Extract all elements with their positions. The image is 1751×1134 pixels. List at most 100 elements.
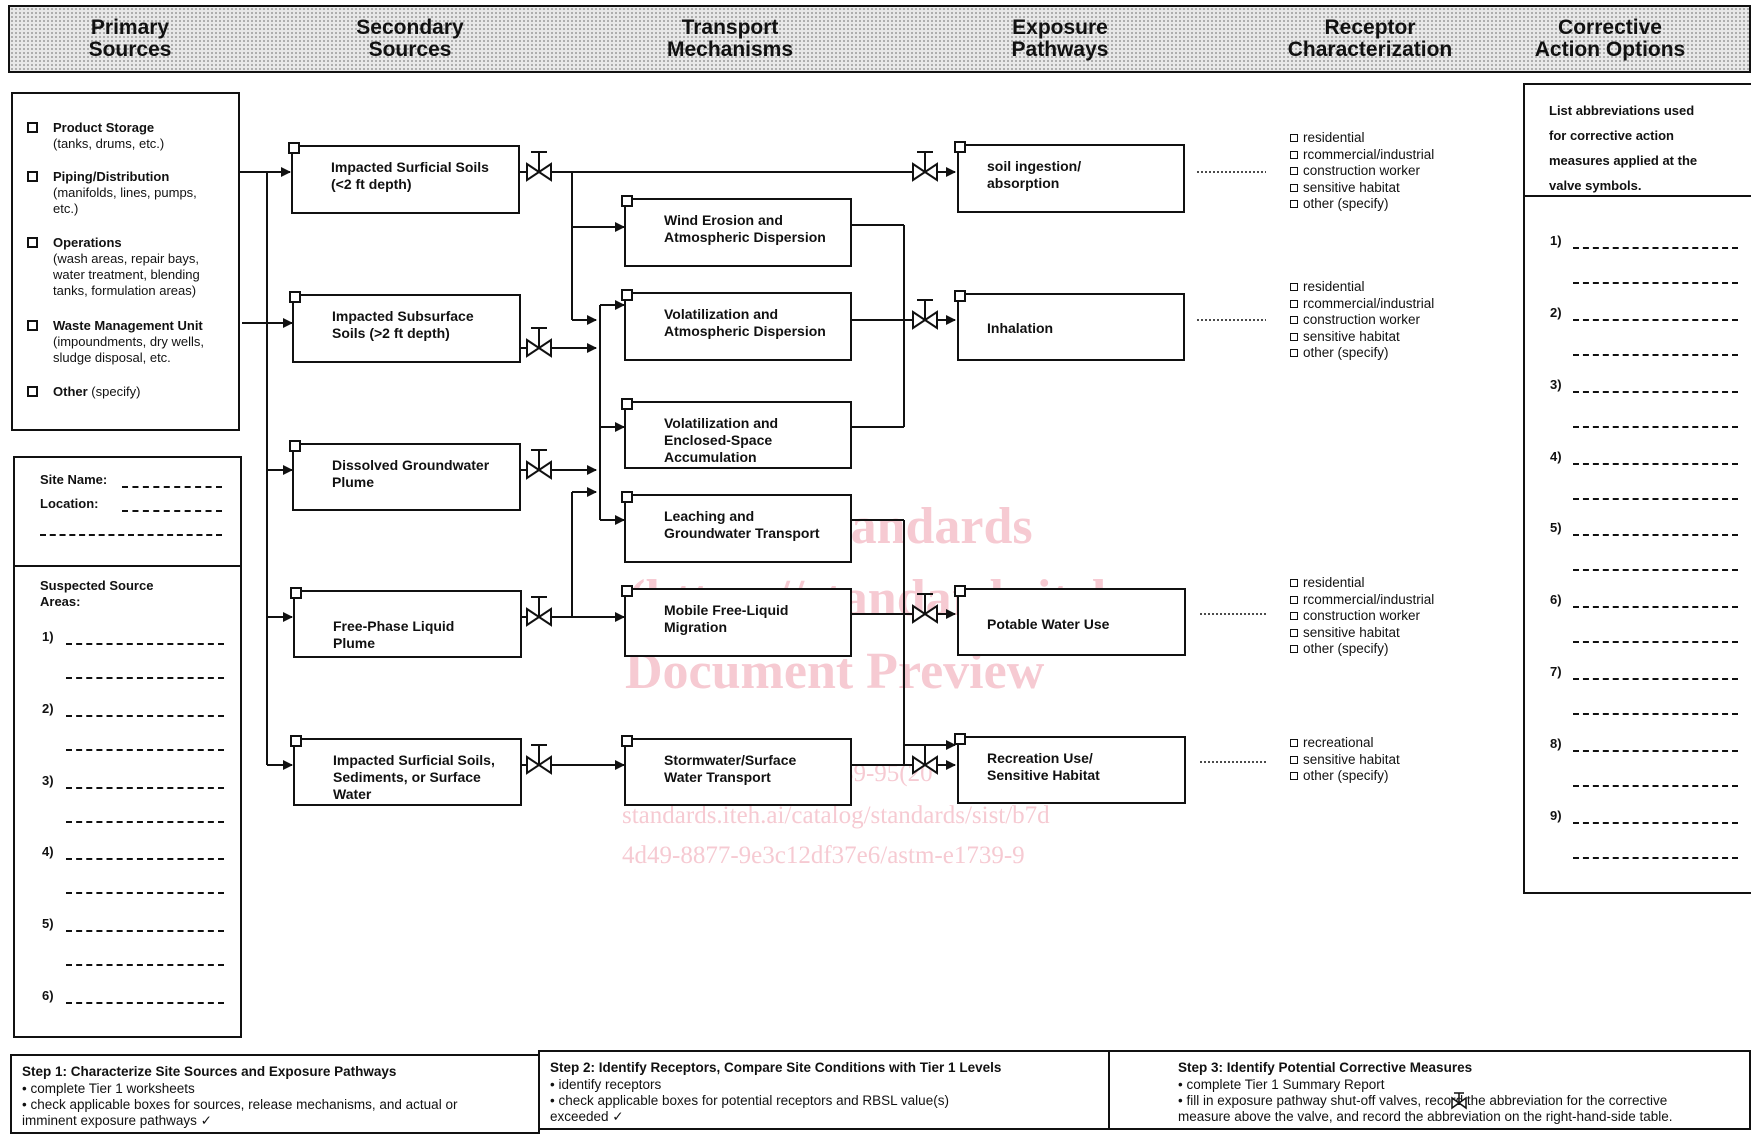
- checkbox[interactable]: [1290, 645, 1298, 654]
- receptor-option[interactable]: residential: [1290, 279, 1434, 296]
- receptor-option[interactable]: sensitive habitat: [1290, 329, 1434, 346]
- abbr-field[interactable]: [1573, 498, 1738, 500]
- source-operations[interactable]: Operations(wash areas, repair bays, wate…: [27, 235, 200, 299]
- area-field[interactable]: [66, 1002, 224, 1004]
- checkbox[interactable]: [1290, 595, 1298, 604]
- receptor-label: other (specify): [1303, 196, 1389, 211]
- area-field[interactable]: [66, 892, 224, 894]
- checkbox[interactable]: [1290, 134, 1298, 143]
- abbr-field[interactable]: [1573, 534, 1738, 536]
- checkbox[interactable]: [621, 491, 633, 503]
- checkbox[interactable]: [1290, 739, 1298, 748]
- abbr-field[interactable]: [1573, 426, 1738, 428]
- checkbox[interactable]: [1290, 628, 1298, 637]
- checkbox[interactable]: [1290, 200, 1298, 209]
- source-piping[interactable]: Piping/Distribution(manifolds, lines, pu…: [27, 169, 197, 217]
- checkbox[interactable]: [27, 122, 38, 133]
- checkbox[interactable]: [954, 585, 966, 597]
- checkbox[interactable]: [954, 290, 966, 302]
- location-field[interactable]: [122, 510, 222, 512]
- checkbox[interactable]: [27, 386, 38, 397]
- receptor-option[interactable]: residential: [1290, 130, 1434, 147]
- abbr-field[interactable]: [1573, 282, 1738, 284]
- checkbox[interactable]: [288, 142, 300, 154]
- checkbox[interactable]: [290, 735, 302, 747]
- abbr-field[interactable]: [1573, 785, 1738, 787]
- abbr-field[interactable]: [1573, 247, 1738, 249]
- checkbox[interactable]: [621, 398, 633, 410]
- source-other[interactable]: Other (specify): [27, 384, 140, 400]
- checkbox[interactable]: [1290, 612, 1298, 621]
- abbr-field[interactable]: [1573, 750, 1738, 752]
- checkbox[interactable]: [27, 171, 38, 182]
- abbr-field[interactable]: [1573, 822, 1738, 824]
- checkbox[interactable]: [621, 735, 633, 747]
- abbr-field[interactable]: [1573, 319, 1738, 321]
- checkbox[interactable]: [621, 195, 633, 207]
- checkbox[interactable]: [1290, 755, 1298, 764]
- abbr-field[interactable]: [1573, 641, 1738, 643]
- abbr-field[interactable]: [1573, 569, 1738, 571]
- checkbox[interactable]: [1290, 150, 1298, 159]
- area-field[interactable]: [66, 677, 224, 679]
- checkbox[interactable]: [27, 320, 38, 331]
- area-field[interactable]: [66, 821, 224, 823]
- abbr-field[interactable]: [1573, 463, 1738, 465]
- header-primary-sources: Primary Sources: [88, 16, 172, 61]
- area-field[interactable]: [66, 715, 224, 717]
- receptor-option[interactable]: sensitive habitat: [1290, 180, 1434, 197]
- checkbox[interactable]: [1290, 349, 1298, 358]
- receptor-option[interactable]: construction worker: [1290, 312, 1434, 329]
- checkbox[interactable]: [621, 289, 633, 301]
- area-field[interactable]: [66, 930, 224, 932]
- receptor-option[interactable]: other (specify): [1290, 641, 1434, 658]
- header-transport-mechanisms: Transport Mechanisms: [666, 16, 794, 61]
- checkbox[interactable]: [289, 440, 301, 452]
- abbr-field[interactable]: [1573, 857, 1738, 859]
- receptor-option[interactable]: other (specify): [1290, 345, 1434, 362]
- checkbox[interactable]: [1290, 316, 1298, 325]
- abbr-field[interactable]: [1573, 678, 1738, 680]
- checkbox[interactable]: [1290, 772, 1298, 781]
- receptor-option[interactable]: other (specify): [1290, 768, 1400, 785]
- abbr-field[interactable]: [1573, 354, 1738, 356]
- receptor-label: sensitive habitat: [1303, 624, 1400, 640]
- checkbox[interactable]: [1290, 332, 1298, 341]
- receptor-option[interactable]: construction worker: [1290, 608, 1434, 625]
- site-name-field[interactable]: [122, 486, 222, 488]
- checkbox[interactable]: [1290, 283, 1298, 292]
- checkbox[interactable]: [621, 585, 633, 597]
- checkbox[interactable]: [289, 291, 301, 303]
- abbr-number: 2): [1550, 305, 1562, 320]
- checkbox[interactable]: [954, 733, 966, 745]
- area-field[interactable]: [66, 787, 224, 789]
- receptor-option[interactable]: recreational: [1290, 735, 1400, 752]
- receptor-option[interactable]: other (specify): [1290, 196, 1434, 213]
- abbr-field[interactable]: [1573, 391, 1738, 393]
- source-waste-management[interactable]: Waste Management Unit(impoundments, dry …: [27, 318, 204, 366]
- abbr-field[interactable]: [1573, 713, 1738, 715]
- area-field[interactable]: [66, 964, 224, 966]
- abbr-number: 4): [1550, 449, 1562, 464]
- location-field-line2[interactable]: [40, 534, 222, 536]
- receptor-option[interactable]: sensitive habitat: [1290, 625, 1434, 642]
- checkbox[interactable]: [1290, 167, 1298, 176]
- checkbox[interactable]: [1290, 183, 1298, 192]
- source-product-storage[interactable]: Product Storage(tanks, drums, etc.): [27, 120, 164, 152]
- checkbox[interactable]: [1290, 299, 1298, 308]
- checkbox[interactable]: [290, 587, 302, 599]
- receptor-option[interactable]: rcommercial/industrial: [1290, 592, 1434, 609]
- receptor-option[interactable]: rcommercial/industrial: [1290, 296, 1434, 313]
- checkbox[interactable]: [27, 237, 38, 248]
- receptor-option[interactable]: sensitive habitat: [1290, 752, 1400, 769]
- receptor-option[interactable]: construction worker: [1290, 163, 1434, 180]
- receptor-option[interactable]: rcommercial/industrial: [1290, 147, 1434, 164]
- area-field[interactable]: [66, 749, 224, 751]
- receptor-option[interactable]: residential: [1290, 575, 1434, 592]
- area-field[interactable]: [66, 643, 224, 645]
- checkbox[interactable]: [1290, 579, 1298, 588]
- abbr-field[interactable]: [1573, 606, 1738, 608]
- area-field[interactable]: [66, 858, 224, 860]
- checkbox[interactable]: [954, 141, 966, 153]
